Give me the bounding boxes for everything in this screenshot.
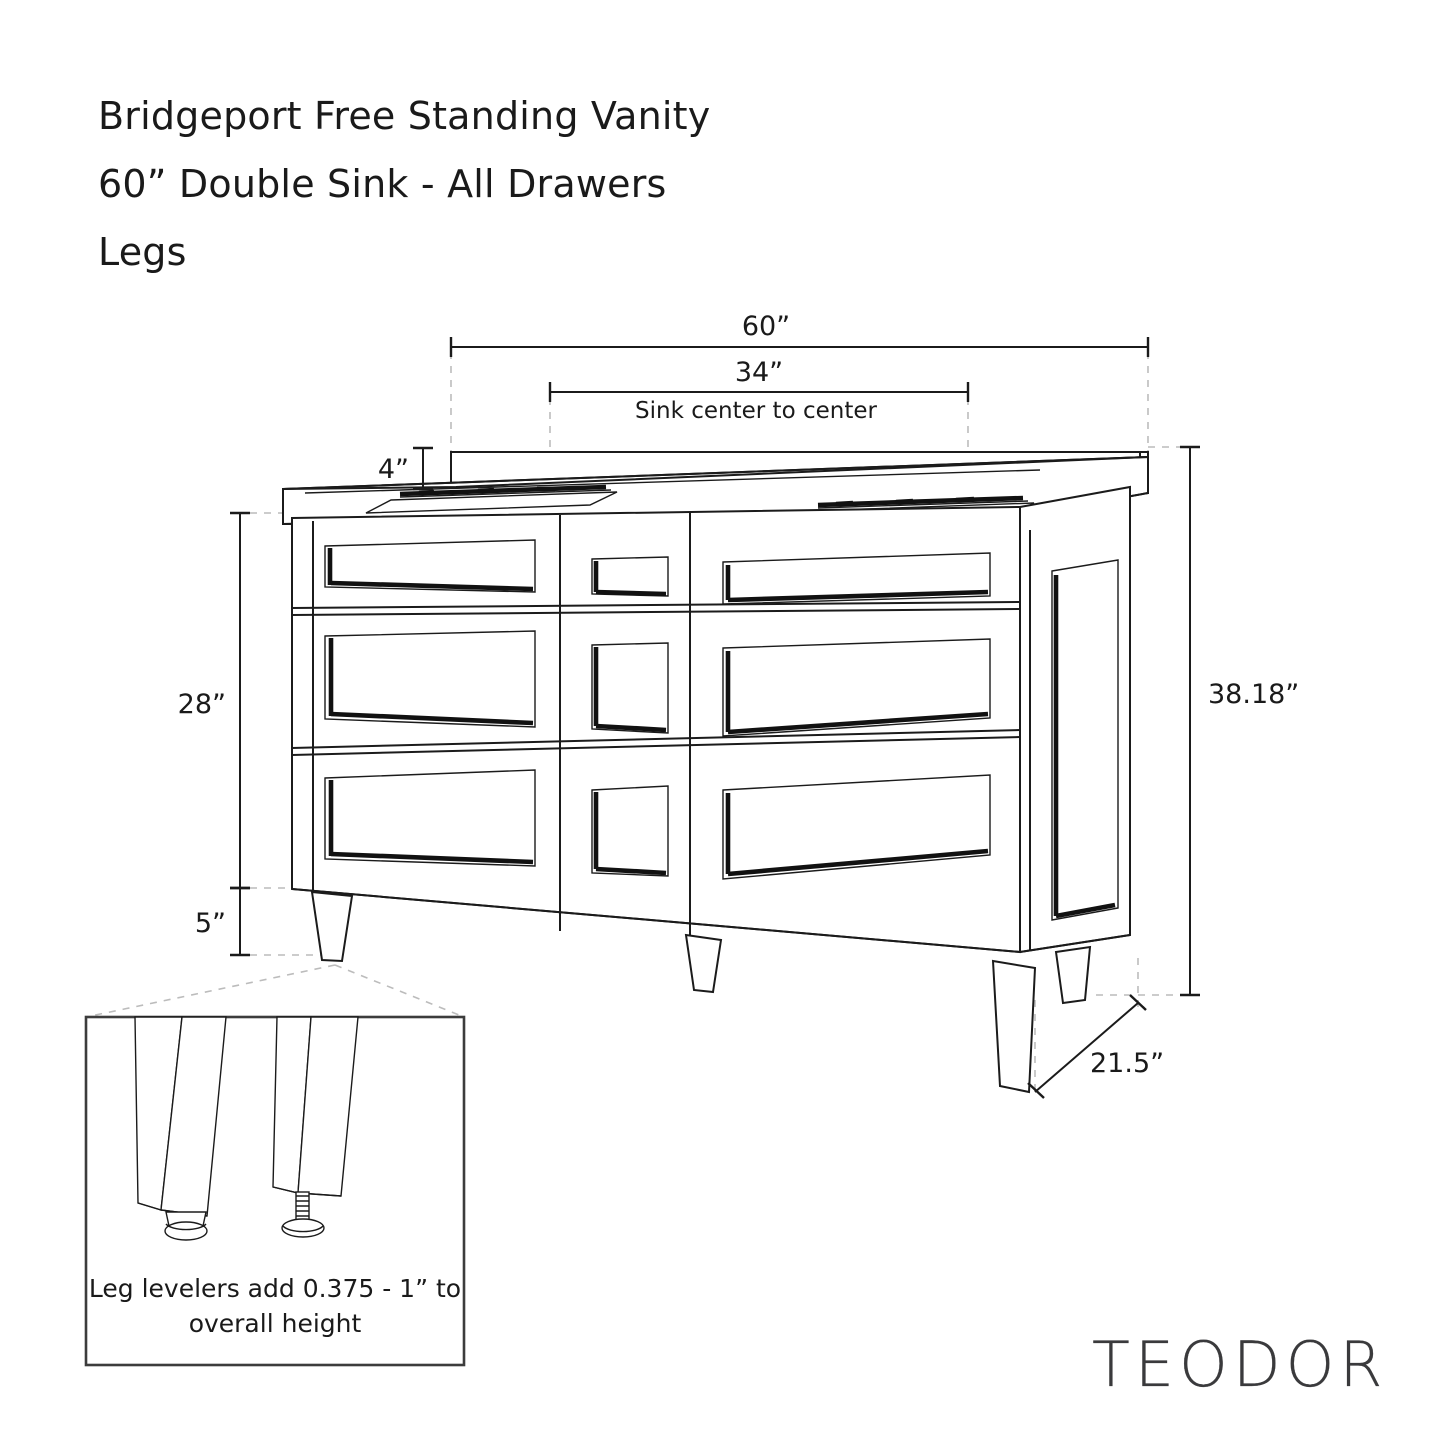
drawer-rails	[291, 601, 1021, 756]
faucet-holes-right	[835, 496, 975, 507]
leveler-stem	[295, 1191, 310, 1223]
leg-front-center	[684, 933, 723, 994]
cabinet-side-panel	[1019, 485, 1131, 954]
faucet-holes-left	[418, 486, 555, 496]
dimension-label-overall-height: 38.18”	[1208, 679, 1299, 710]
dimension-backsplash-height: 4”	[378, 446, 433, 491]
dimension-label-leg-height: 5”	[195, 908, 226, 939]
leg-leveler-detail: Leg levelers add 0.375 - 1” to overall h…	[84, 1015, 466, 1367]
title-block: Bridgeport Free Standing Vanity 60” Doub…	[98, 82, 998, 286]
legs	[310, 890, 1092, 1094]
brand-logo: TEODOR	[1092, 1328, 1388, 1401]
leg-front-right	[991, 959, 1037, 1094]
dimension-label-backsplash: 4”	[378, 454, 409, 485]
dimension-overall-height: 38.18”	[1180, 445, 1299, 997]
title-line-1: Bridgeport Free Standing Vanity	[98, 94, 711, 138]
cabinet-bottom-edge	[291, 888, 1131, 953]
dimension-label-counter-height: 28”	[178, 689, 226, 720]
dimension-label-depth: 21.5”	[1090, 1048, 1164, 1079]
sink-basin-left	[365, 484, 618, 514]
drawer-row-1	[324, 539, 991, 605]
dimension-leg-height: 5”	[195, 886, 250, 957]
dimension-depth: 21.5”	[1027, 994, 1164, 1099]
detail-leg-right	[272, 1016, 359, 1238]
vanity-body	[282, 451, 1149, 1094]
leg-rear-right	[1054, 945, 1092, 1005]
dimension-label-width: 60”	[742, 311, 790, 342]
title-line-3: Legs	[98, 230, 187, 274]
drawer-row-3	[324, 769, 991, 880]
detail-caption-line-2: overall height	[189, 1309, 362, 1338]
dimension-overall-width: 60”	[449, 311, 1150, 357]
detail-leg-left	[134, 1016, 227, 1241]
title-line-2: 60” Double Sink - All Drawers	[98, 162, 667, 206]
leg-front-left	[310, 890, 354, 963]
dimension-sink-spacing: 34” Sink center to center	[548, 357, 970, 424]
dimension-label-sink-spacing: 34”	[735, 357, 783, 388]
drawer-row-2	[324, 630, 991, 737]
dimension-note-sink-spacing: Sink center to center	[635, 398, 877, 424]
detail-caption-line-1: Leg levelers add 0.375 - 1” to	[89, 1274, 461, 1303]
dimension-counter-height: 28”	[178, 511, 250, 890]
